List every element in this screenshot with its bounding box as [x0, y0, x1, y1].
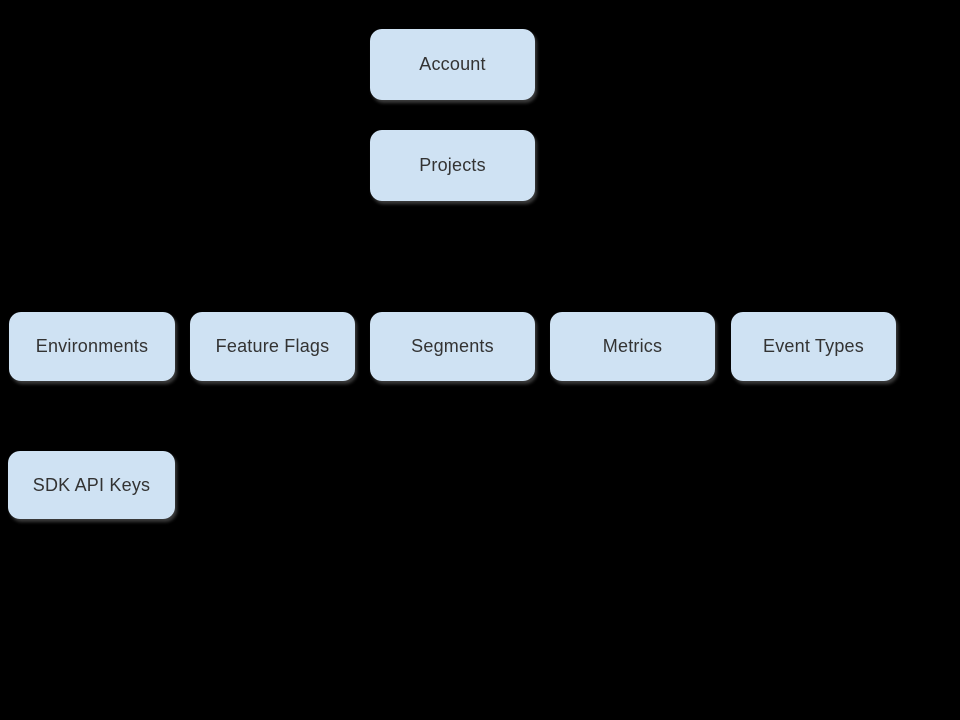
node-account: Account: [370, 29, 535, 100]
node-sdk-api-keys: SDK API Keys: [8, 451, 175, 519]
node-feature-flags: Feature Flags: [190, 312, 355, 381]
node-projects-label: Projects: [419, 155, 486, 175]
node-sdk-api-keys-label: SDK API Keys: [32, 474, 151, 495]
node-projects: Projects: [370, 130, 535, 201]
node-environments-label: Environments: [35, 336, 149, 356]
node-metrics-label: Metrics: [602, 336, 663, 356]
node-environments: Environments: [9, 312, 175, 381]
node-metrics: Metrics: [550, 312, 715, 381]
node-segments: Segments: [370, 312, 535, 381]
node-segments-label: Segments: [411, 336, 494, 356]
node-event-types-label: Event Types: [763, 336, 864, 356]
node-feature-flags-label: Feature Flags: [215, 336, 330, 356]
node-event-types: Event Types: [731, 312, 896, 381]
node-account-label: Account: [419, 54, 486, 74]
